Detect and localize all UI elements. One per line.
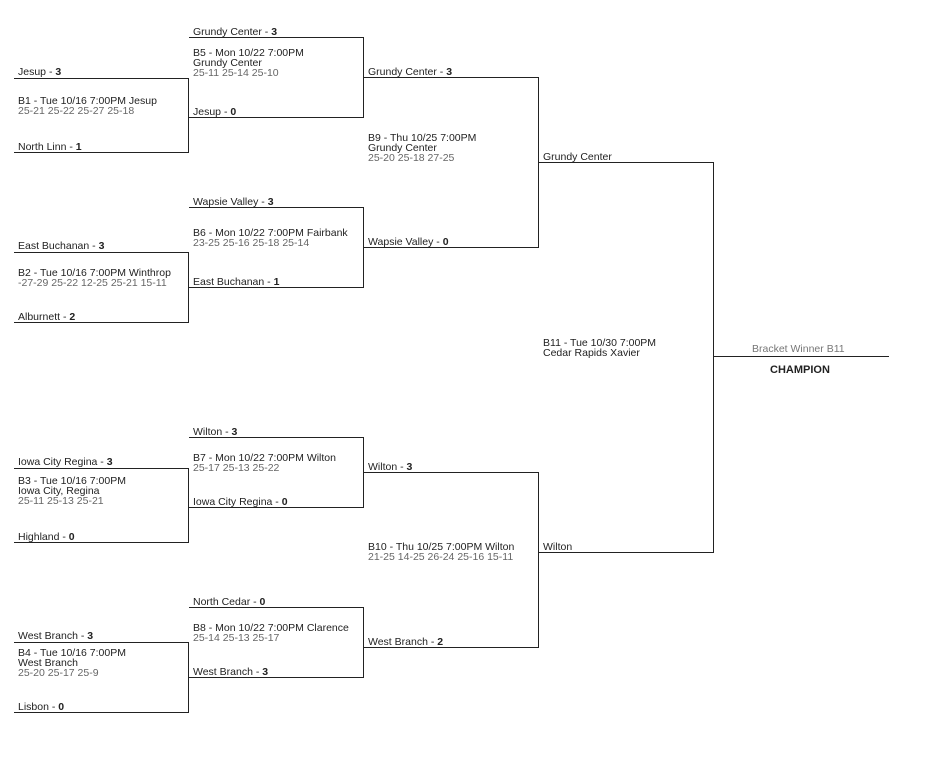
team-entry[interactable]: Wilton: [543, 541, 573, 553]
team-entry[interactable]: Highland - 0: [18, 531, 75, 543]
team-entry[interactable]: Wilton - 3: [368, 461, 413, 473]
team-entry[interactable]: North Cedar - 0: [193, 596, 266, 608]
team-entry[interactable]: Wapsie Valley - 3: [193, 196, 274, 208]
bracket-line: [189, 507, 364, 508]
bracket-line: [189, 677, 364, 678]
match-info: B3 - Tue 10/16 7:00PM Iowa City, Regina …: [18, 475, 126, 507]
bracket-line: [363, 207, 364, 288]
match-info: B7 - Mon 10/22 7:00PM Wilton 25-17 25-13…: [193, 452, 336, 474]
team-entry[interactable]: Wapsie Valley - 0: [368, 236, 449, 248]
bracket-line: [14, 252, 189, 253]
match-info: B2 - Tue 10/16 7:00PM Winthrop -27-29 25…: [18, 267, 171, 289]
team-entry[interactable]: West Branch - 3: [18, 630, 94, 642]
match-info: B1 - Tue 10/16 7:00PM Jesup 25-21 25-22 …: [18, 95, 157, 117]
bracket-line: [14, 542, 189, 543]
team-entry[interactable]: West Branch - 3: [193, 666, 269, 678]
team-entry[interactable]: Grundy Center - 3: [193, 26, 278, 38]
bracket-line: [14, 152, 189, 153]
team-entry[interactable]: Jesup - 0: [193, 106, 237, 118]
bracket-line: [14, 712, 189, 713]
match-info: B4 - Tue 10/16 7:00PM West Branch 25-20 …: [18, 647, 126, 679]
match-info: B10 - Thu 10/25 7:00PM Wilton 21-25 14-2…: [368, 541, 515, 563]
bracket-line: [189, 287, 364, 288]
bracket-line: [14, 642, 189, 643]
team-entry[interactable]: East Buchanan - 3: [18, 240, 105, 252]
bracket-line: [363, 437, 364, 508]
bracket-line: [189, 117, 364, 118]
team-entry[interactable]: Iowa City Regina - 3: [18, 456, 113, 468]
bracket-line: [363, 37, 364, 118]
bracket-line: [364, 77, 539, 78]
champion-label: CHAMPION: [770, 364, 830, 376]
team-entry[interactable]: Grundy Center: [543, 151, 612, 163]
team-entry[interactable]: Jesup - 3: [18, 66, 62, 78]
team-entry[interactable]: Alburnett - 2: [18, 311, 76, 323]
bracket-line: [714, 356, 889, 357]
bracket-line: [364, 247, 539, 248]
team-entry[interactable]: East Buchanan - 1: [193, 276, 280, 288]
bracket-line: [189, 437, 364, 438]
team-entry[interactable]: West Branch - 2: [368, 636, 444, 648]
match-info: B11 - Tue 10/30 7:00PM Cedar Rapids Xavi…: [543, 337, 657, 359]
team-entry[interactable]: Iowa City Regina - 0: [193, 496, 288, 508]
team-entry[interactable]: Wilton - 3: [193, 426, 238, 438]
bracket-line: [189, 607, 364, 608]
match-info: B8 - Mon 10/22 7:00PM Clarence 25-14 25-…: [193, 622, 349, 644]
bracket-line: [14, 322, 189, 323]
bracket-line: [364, 647, 539, 648]
bracket-line: [188, 252, 189, 323]
bracket-line: [363, 607, 364, 678]
bracket-line: [189, 207, 364, 208]
match-info: B6 - Mon 10/22 7:00PM Fairbank 23-25 25-…: [193, 227, 348, 249]
match-info: B9 - Thu 10/25 7:00PM Grundy Center 25-2…: [368, 132, 477, 164]
match-info: B5 - Mon 10/22 7:00PM Grundy Center 25-1…: [193, 47, 304, 79]
bracket-winner-label: Bracket Winner B11: [752, 343, 845, 355]
team-entry[interactable]: North Linn - 1: [18, 141, 82, 153]
bracket-line: [539, 162, 714, 163]
bracket-line: [188, 78, 189, 153]
bracket-line: [14, 78, 189, 79]
bracket-line: [713, 162, 714, 553]
bracket-line: [364, 472, 539, 473]
team-entry[interactable]: Lisbon - 0: [18, 701, 65, 713]
team-entry[interactable]: Grundy Center - 3: [368, 66, 453, 78]
bracket-line: [189, 37, 364, 38]
bracket-line: [538, 77, 539, 248]
bracket-line: [539, 552, 714, 553]
bracket-line: [538, 472, 539, 648]
bracket-line: [14, 468, 189, 469]
bracket-line: [188, 468, 189, 543]
bracket-line: [188, 642, 189, 713]
